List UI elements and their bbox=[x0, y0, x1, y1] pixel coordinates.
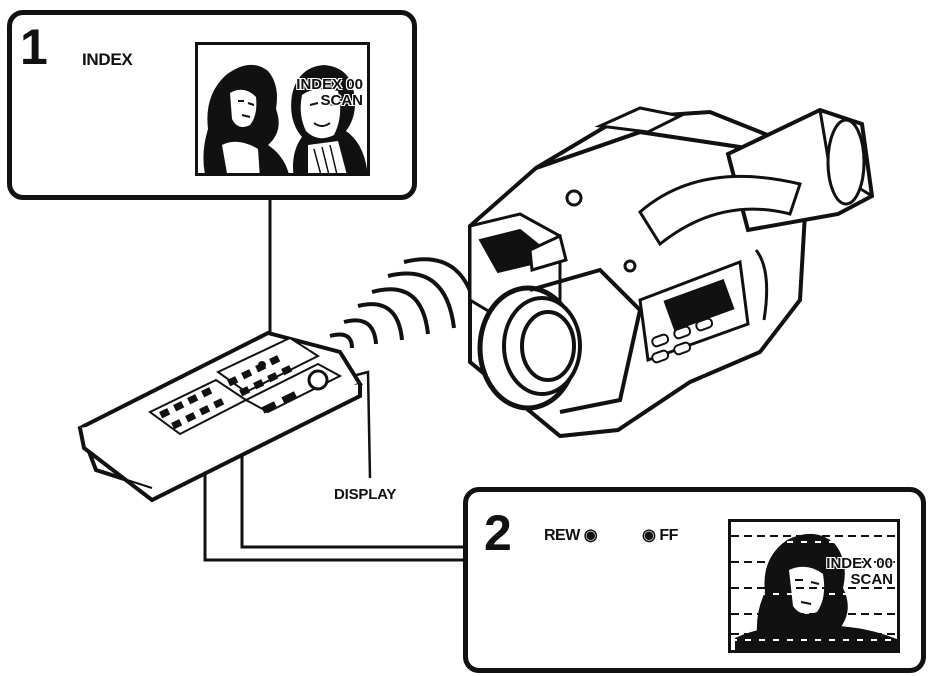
remote-commander bbox=[80, 333, 360, 500]
screen1-picture bbox=[198, 45, 370, 176]
step2-number: 2 bbox=[484, 508, 512, 558]
camcorder bbox=[470, 108, 872, 436]
screen2-osd-line2: SCAN bbox=[826, 572, 893, 588]
screen1-osd-line1: INDEX 00 bbox=[296, 77, 363, 93]
step1-monitor-screen: INDEX 00 SCAN bbox=[195, 42, 370, 176]
screen1-osd-line2: SCAN bbox=[296, 93, 363, 109]
screen1-index-scan-display: INDEX 00 SCAN bbox=[296, 77, 363, 109]
screen2-index-scan-display: INDEX 00 SCAN bbox=[826, 556, 893, 588]
step2-monitor-screen: INDEX 00 SCAN bbox=[728, 519, 900, 653]
remote-signal-icon bbox=[330, 259, 478, 348]
step1-number: 1 bbox=[20, 22, 48, 72]
display-button-label: DISPLAY bbox=[334, 486, 396, 503]
ff-button-label: ◉ FF bbox=[642, 525, 678, 545]
index-button-label: INDEX bbox=[82, 50, 132, 70]
rew-button-label: REW ◉ bbox=[544, 525, 597, 545]
screen2-osd-line1: INDEX 00 bbox=[826, 556, 893, 572]
